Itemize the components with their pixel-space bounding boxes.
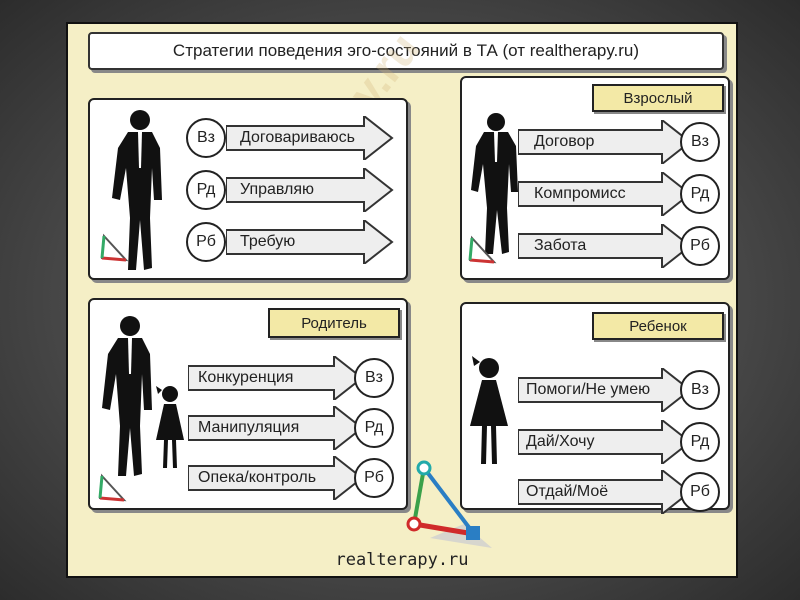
man-silhouette-icon xyxy=(102,316,152,476)
strategy-arrow: Договариваюсь xyxy=(226,116,396,160)
strategy-label: Забота xyxy=(534,237,587,254)
girl-silhouette-icon xyxy=(470,356,508,464)
state-circle-parent: Рд xyxy=(680,174,720,214)
state-circle-child: Рб xyxy=(680,226,720,266)
strategy-label: Дай/Хочу xyxy=(526,433,595,450)
ego-state-label: Родитель xyxy=(268,308,400,338)
panel-adult: Взрослый Договор Вз Компромисс Рд Забота… xyxy=(460,76,730,280)
ta-logo-triangle-icon xyxy=(406,460,492,548)
strategy-label: Требую xyxy=(240,233,296,250)
strategy-arrow: Отдай/Моё xyxy=(518,470,694,514)
ta-triangle-icon xyxy=(100,233,129,262)
girl-silhouette-icon xyxy=(156,386,184,468)
state-circle-child: Рб xyxy=(186,222,226,262)
strategy-label: Управляю xyxy=(240,181,315,198)
strategy-label: Конкуренция xyxy=(198,369,294,386)
diagram-title: Стратегии поведения эго-состояний в ТА (… xyxy=(88,32,724,70)
strategy-arrow: Требую xyxy=(226,220,396,264)
strategy-label: Помоги/Не умею xyxy=(526,381,651,398)
strategy-arrow: Компромисс xyxy=(518,172,694,216)
ego-state-label: Ребенок xyxy=(592,312,724,340)
panel-self-strategies: Вз Договариваюсь Рд Управляю Рб Требую xyxy=(88,98,408,280)
panel-parent: Родитель Конкуренция Вз Манипуляция Рд xyxy=(88,298,408,510)
state-circle-parent: Рд xyxy=(354,408,394,448)
strategy-arrow: Опека/контроль xyxy=(188,456,366,500)
strategy-arrow: Управляю xyxy=(226,168,396,212)
ta-triangle-icon xyxy=(468,235,497,264)
strategy-label: Договор xyxy=(534,133,595,150)
ta-triangle-icon xyxy=(98,473,127,502)
strategy-arrow: Дай/Хочу xyxy=(518,420,694,464)
man-silhouette-icon xyxy=(112,110,162,270)
man-silhouette-icon xyxy=(471,113,518,254)
strategy-label: Опека/контроль xyxy=(198,469,317,486)
ego-state-label: Взрослый xyxy=(592,84,724,112)
state-circle-parent: Рд xyxy=(186,170,226,210)
strategy-arrow: Конкуренция xyxy=(188,356,366,400)
strategy-label: Манипуляция xyxy=(198,419,300,436)
state-circle-parent: Рд xyxy=(680,422,720,462)
state-circle-adult: Вз xyxy=(680,122,720,162)
strategy-label: Компромисс xyxy=(534,185,626,202)
state-circle-adult: Вз xyxy=(354,358,394,398)
strategy-label: Договариваюсь xyxy=(240,129,355,146)
strategy-arrow: Договор xyxy=(518,120,694,164)
state-circle-child: Рб xyxy=(354,458,394,498)
strategy-arrow: Помоги/Не умею xyxy=(518,368,694,412)
diagram-poster: Стратегии поведения эго-состояний в ТА (… xyxy=(66,22,738,578)
state-circle-adult: Вз xyxy=(186,118,226,158)
state-circle-child: Рб xyxy=(680,472,720,512)
panel-child: Ребенок Помоги/Не умею Вз Дай/Хочу Рд От… xyxy=(460,302,730,514)
state-circle-adult: Вз xyxy=(680,370,720,410)
strategy-label: Отдай/Моё xyxy=(526,483,609,500)
strategy-arrow: Манипуляция xyxy=(188,406,366,450)
strategy-arrow: Забота xyxy=(518,224,694,268)
site-footer: realterapy.ru xyxy=(335,550,469,570)
